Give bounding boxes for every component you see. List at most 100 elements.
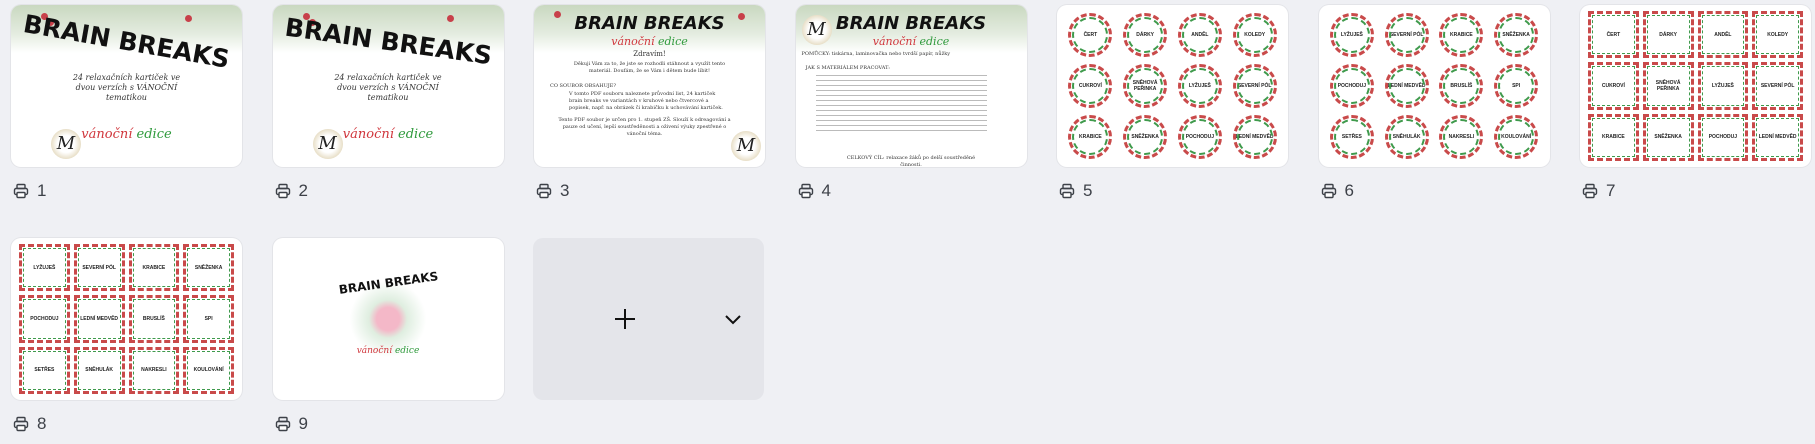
brain-break-card: SETŘES [1329,115,1374,160]
plus-icon [615,309,635,329]
brain-break-card: LEDNÍ MEDVĚD [1232,115,1277,160]
page-label: 8 [11,414,242,434]
brain-break-card: SNĚŽENKA [1494,12,1539,57]
brain-break-card: SNĚŽENKA [1642,113,1694,161]
brain-break-card: SNĚHOVÁ PEŘINKA [1642,62,1694,110]
page-label: 1 [11,181,242,201]
greeting: Zdravím! [633,50,666,58]
brain-break-card: ČERT [1068,12,1113,57]
page-preview[interactable]: BRAIN BREAKS 24 relaxačních kartiček ve … [272,5,504,167]
page-number: 8 [37,414,47,433]
brain-break-card: DÁRKY [1123,12,1168,57]
brain-break-card: SPI [183,295,234,343]
brain-break-card: POCHODUJ [1329,63,1374,108]
cover-tagline: 24 relaxačních kartiček ve dvou verzích … [72,73,181,102]
page-preview[interactable]: BRAIN BREAKS 24 relaxačních kartiček ve … [11,5,242,167]
brain-break-card: NAKRESLI [128,346,180,394]
brain-break-card: KRABICE [1068,115,1113,160]
page-label: 5 [1057,181,1288,201]
doc-title: BRAIN BREAKS [835,13,987,34]
doc-title: BRAIN BREAKS [574,13,725,34]
intro: Děkuji Vám za to, že jste se rozhodli st… [573,61,726,74]
brain-break-card: KRABICE [1588,113,1639,161]
cover-tagline: 24 relaxačních kartiček ve dvou verzích … [334,73,442,102]
brain-break-card: LEDNÍ MEDVĚD [73,295,125,343]
subtitle: vánoční edice [342,127,434,142]
brain-break-card: KOULOVÁNÍ [183,346,234,394]
brain-break-card: BRUSLÍŠ [128,295,180,343]
brain-break-card: SNĚHULÁK [73,346,125,394]
doc-heading: JAK S MATERIÁLEM PRACOVAT: [805,65,890,71]
printer-icon [13,183,29,199]
brain-break-card: POCHODUJ [1177,115,1222,160]
brain-break-card: ANDĚL [1177,12,1222,57]
printer-icon [1321,183,1336,199]
page-number: 6 [1344,181,1354,200]
page-label: 3 [534,181,765,201]
brain-break-card: SNĚŽENKA [1123,115,1168,160]
brain-break-card: SEVERNÍ PÓL [1384,12,1429,57]
subtitle: vánoční edice [611,35,688,48]
printer-icon [1059,183,1075,199]
brain-break-card: KOULOVÁNÍ [1494,115,1539,160]
chevron-down-icon[interactable] [725,315,741,325]
monogram-logo: M [51,129,81,159]
monogram-logo: M [801,15,832,45]
printer-icon [13,416,29,432]
page-label: 2 [273,181,504,201]
brain-break-card: SEVERNÍ PÓL [1752,62,1803,110]
brain-break-card: SNĚHOVÁ PEŘINKA [1123,63,1168,108]
brain-break-card: KOLEDY [1752,11,1803,59]
brain-break-card: SPI [1494,63,1539,108]
doc-body: V tomto PDF souboru naleznete průvodní l… [569,91,723,111]
doc-body2: Tento PDF soubor je určen pro 1. stupeň … [558,117,731,137]
monogram-logo: M [312,129,343,159]
brain-break-card: SEVERNÍ PÓL [1232,63,1277,108]
printer-icon [275,416,290,432]
brain-break-card: SEVERNÍ PÓL [73,244,125,292]
brain-break-card: LYŽUJEŠ [1329,12,1374,57]
brain-break-card: KRABICE [1439,12,1484,57]
brain-break-card: POCHODUJ [1697,113,1749,161]
brain-break-card: LEDNÍ MEDVĚD [1384,63,1429,108]
subtitle: vánoční edice [356,346,420,356]
page-number: 9 [298,414,308,433]
page-number: 4 [821,181,831,200]
page-number: 2 [298,181,308,200]
printer-icon [275,183,290,199]
add-page-button[interactable] [533,238,764,400]
brain-break-card: ANDĚL [1697,11,1749,59]
page-label: 4 [796,181,1027,201]
monogram-logo: M [731,131,761,161]
page-number: 1 [37,181,47,200]
brain-break-card: POCHODUJ [19,295,70,343]
brain-break-card: KRABICE [128,244,180,292]
brain-break-card: LYŽUJEŠ [19,244,70,292]
page-number: 7 [1606,181,1616,200]
brain-break-card: SNĚHULÁK [1384,115,1429,160]
goal: CELKOVÝ CÍL: relaxace žáků po delší sous… [846,155,976,167]
brain-break-card: CUKROVÍ [1588,62,1639,110]
printer-icon [536,183,552,199]
page-label: 6 [1319,181,1550,201]
brain-break-card: ČERT [1588,11,1639,59]
page-label: 9 [273,414,504,434]
brain-break-card: BRUSLÍŠ [1439,63,1484,108]
subtitle: vánoční edice [81,127,172,142]
brain-break-card: DÁRKY [1642,11,1694,59]
brain-break-card: NAKRESLI [1439,115,1484,160]
brain-break-card: LYŽUJEŠ [1177,63,1222,108]
brain-break-card: CUKROVÍ [1068,63,1113,108]
